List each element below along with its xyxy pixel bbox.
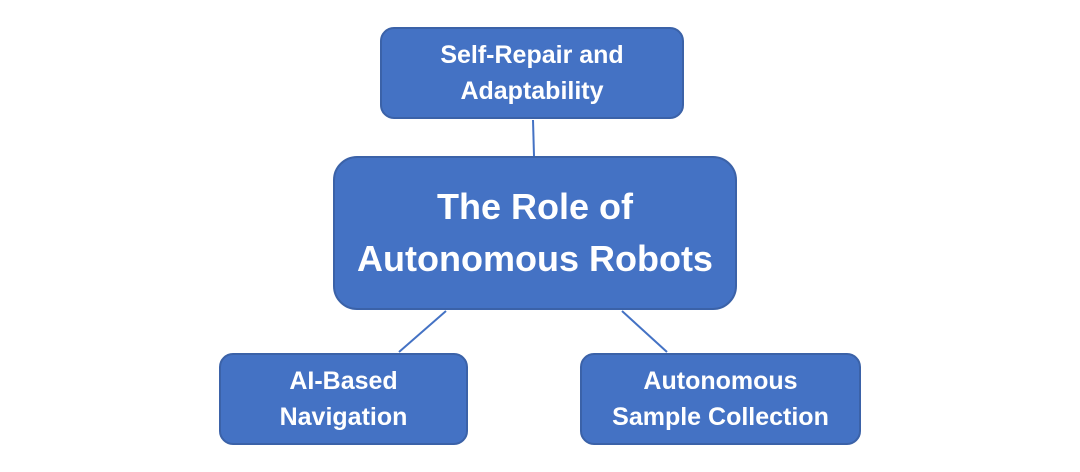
node-ai-based-navigation: AI-Based Navigation (219, 353, 468, 445)
node-label-line: Adaptability (460, 77, 604, 105)
node-label-line: Sample Collection (612, 403, 829, 431)
node-autonomous-sample-collection: Autonomous Sample Collection (580, 353, 861, 445)
node-label-line: Autonomous (643, 367, 798, 395)
connector-center-to-sample-collection (621, 310, 668, 353)
connector-center-to-self-repair (532, 119, 535, 157)
node-label-line: Self-Repair and (440, 41, 624, 69)
central-title-line: The Role of (437, 186, 633, 227)
node-label-line: AI-Based (289, 367, 398, 395)
central-node-role-of-autonomous-robots: The Role of Autonomous Robots (333, 156, 737, 310)
node-label-line: Navigation (279, 403, 408, 431)
connector-center-to-ai-navigation (398, 310, 447, 353)
node-self-repair-and-adaptability: Self-Repair and Adaptability (380, 27, 684, 119)
central-title-line: Autonomous Robots (357, 238, 713, 279)
